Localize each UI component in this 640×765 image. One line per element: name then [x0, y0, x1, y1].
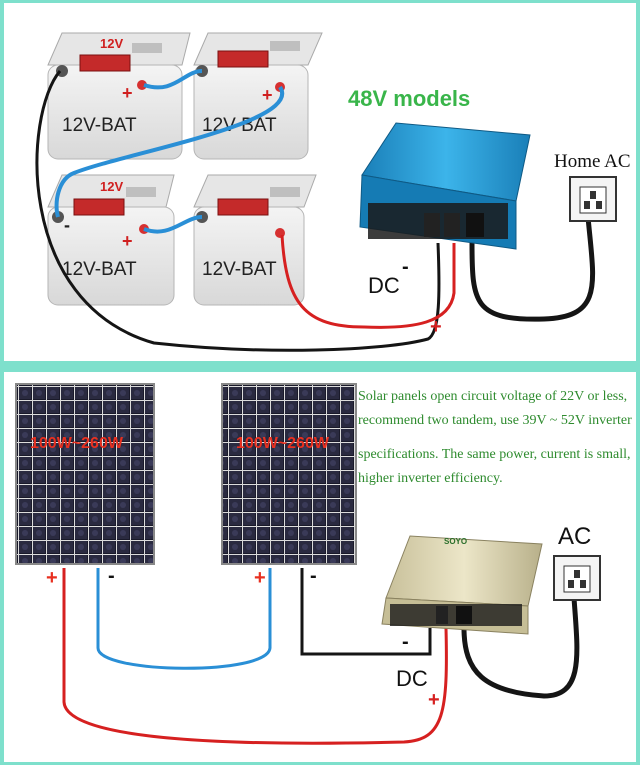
plus-sign: + [262, 85, 273, 105]
plus-sign: + [122, 83, 133, 103]
ac-label: AC [558, 523, 591, 550]
blue-wire-series-3 [143, 215, 203, 234]
minus-sign: - [64, 215, 70, 235]
dc-minus-sign: - [402, 256, 409, 278]
dc-label: DC [368, 273, 400, 298]
battery-label-3: 12V-BAT [62, 259, 137, 280]
description-line-4: higher inverter efficiency. [358, 471, 503, 486]
plus-sign: + [122, 231, 133, 251]
dc-plus-sign: + [430, 316, 442, 338]
panel1-plus-sign: + [46, 567, 58, 589]
battery-1 [47, 32, 191, 160]
blue-wire-series [96, 568, 272, 670]
battery-4 [193, 174, 317, 306]
battery-top-label-3: 12V [100, 179, 123, 194]
solar-system-diagram: 100W~260W 100W~260W + - + - SOYO AC - DC… [4, 372, 636, 762]
solar-diagram-svg: 100W~260W 100W~260W + - + - SOYO AC - DC… [15, 383, 632, 745]
black-wire-negative [35, 70, 441, 352]
ac-outlet-icon [569, 176, 617, 222]
panel1-minus-sign: - [108, 565, 115, 587]
diagram-title: 48V models [348, 86, 470, 111]
dc-minus-sign: - [402, 631, 409, 653]
blue-wire-series-2 [54, 85, 285, 218]
battery-label-4: 12V-BAT [202, 259, 277, 280]
panel-power-label-2: 100W~260W [236, 435, 330, 452]
home-ac-label: Home AC [554, 151, 631, 172]
battery-diagram-svg: 12V 12V 12V-BAT 12V-BAT 12V-BAT 12V-BAT … [35, 32, 631, 352]
battery-2 [193, 32, 323, 160]
ac-outlet-icon [553, 555, 601, 601]
panel2-plus-sign: + [254, 567, 266, 589]
black-wire-negative [300, 568, 432, 656]
battery-system-diagram: 12V 12V 12V-BAT 12V-BAT 12V-BAT 12V-BAT … [4, 3, 636, 361]
battery-3 [47, 174, 175, 306]
grid-tie-inverter [359, 122, 531, 250]
description-text: Solar panels open circuit voltage of 22V… [358, 389, 632, 486]
solar-panel-2 [221, 383, 357, 565]
black-wire-ac [461, 597, 580, 699]
grid-tie-inverter [381, 535, 543, 635]
inverter-brand: SOYO [444, 537, 467, 546]
panel2-minus-sign: - [310, 565, 317, 587]
description-line-1: Solar panels open circuit voltage of 22V… [358, 389, 627, 404]
red-wire-positive [280, 234, 456, 329]
description-line-2: recommend two tandem, use 39V ~ 52V inve… [358, 413, 632, 428]
battery-top-label-1: 12V [100, 36, 123, 51]
description-line-3: specifications. The same power, current … [358, 447, 631, 462]
solar-panel-1 [15, 383, 155, 565]
battery-label-1: 12V-BAT [62, 115, 137, 136]
red-wire-positive [62, 568, 448, 745]
black-wire-ac [469, 216, 596, 322]
blue-wire-series-1 [143, 69, 203, 90]
dc-label: DC [396, 666, 428, 691]
dc-plus-sign: + [428, 689, 440, 711]
panel-power-label-1: 100W~260W [30, 435, 124, 452]
